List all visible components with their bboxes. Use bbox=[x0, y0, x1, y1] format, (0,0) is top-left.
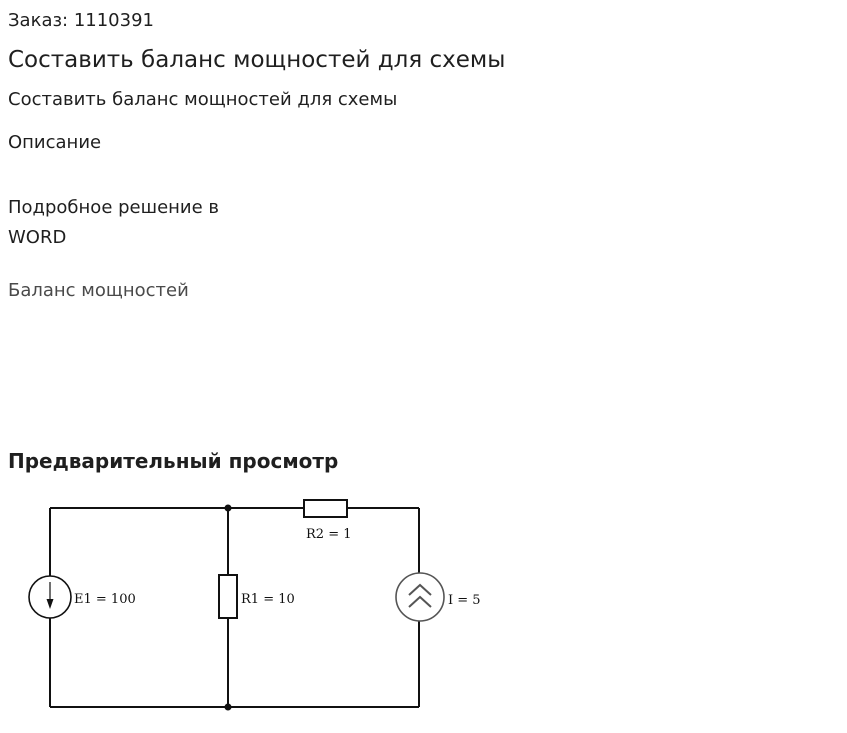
voltage-source-e1 bbox=[28, 575, 72, 619]
tag-link[interactable]: Баланс мощностей bbox=[8, 280, 189, 301]
label-i: I = 5 bbox=[448, 593, 481, 608]
circuit-diagram: R2 = 1 E1 = 100 R1 = 10 I = 5 bbox=[28, 499, 481, 711]
page-subtitle: Составить баланс мощностей для схемы bbox=[8, 89, 398, 110]
preview-heading: Предварительный просмотр bbox=[8, 449, 339, 473]
order-number: Заказ: 1110391 bbox=[8, 10, 154, 31]
description-heading: Описание bbox=[8, 132, 102, 153]
resistor-r1 bbox=[218, 574, 238, 619]
current-source-i bbox=[395, 572, 445, 622]
resistor-r2 bbox=[303, 499, 348, 518]
junction-bottom bbox=[224, 703, 232, 711]
page-title: Составить баланс мощностей для схемы bbox=[8, 47, 506, 73]
junction-top bbox=[224, 504, 232, 512]
label-r2: R2 = 1 bbox=[306, 527, 352, 542]
label-e1: E1 = 100 bbox=[74, 592, 136, 607]
label-r1: R1 = 10 bbox=[241, 592, 295, 607]
description-text: Подробное решение в WORD bbox=[8, 197, 220, 248]
